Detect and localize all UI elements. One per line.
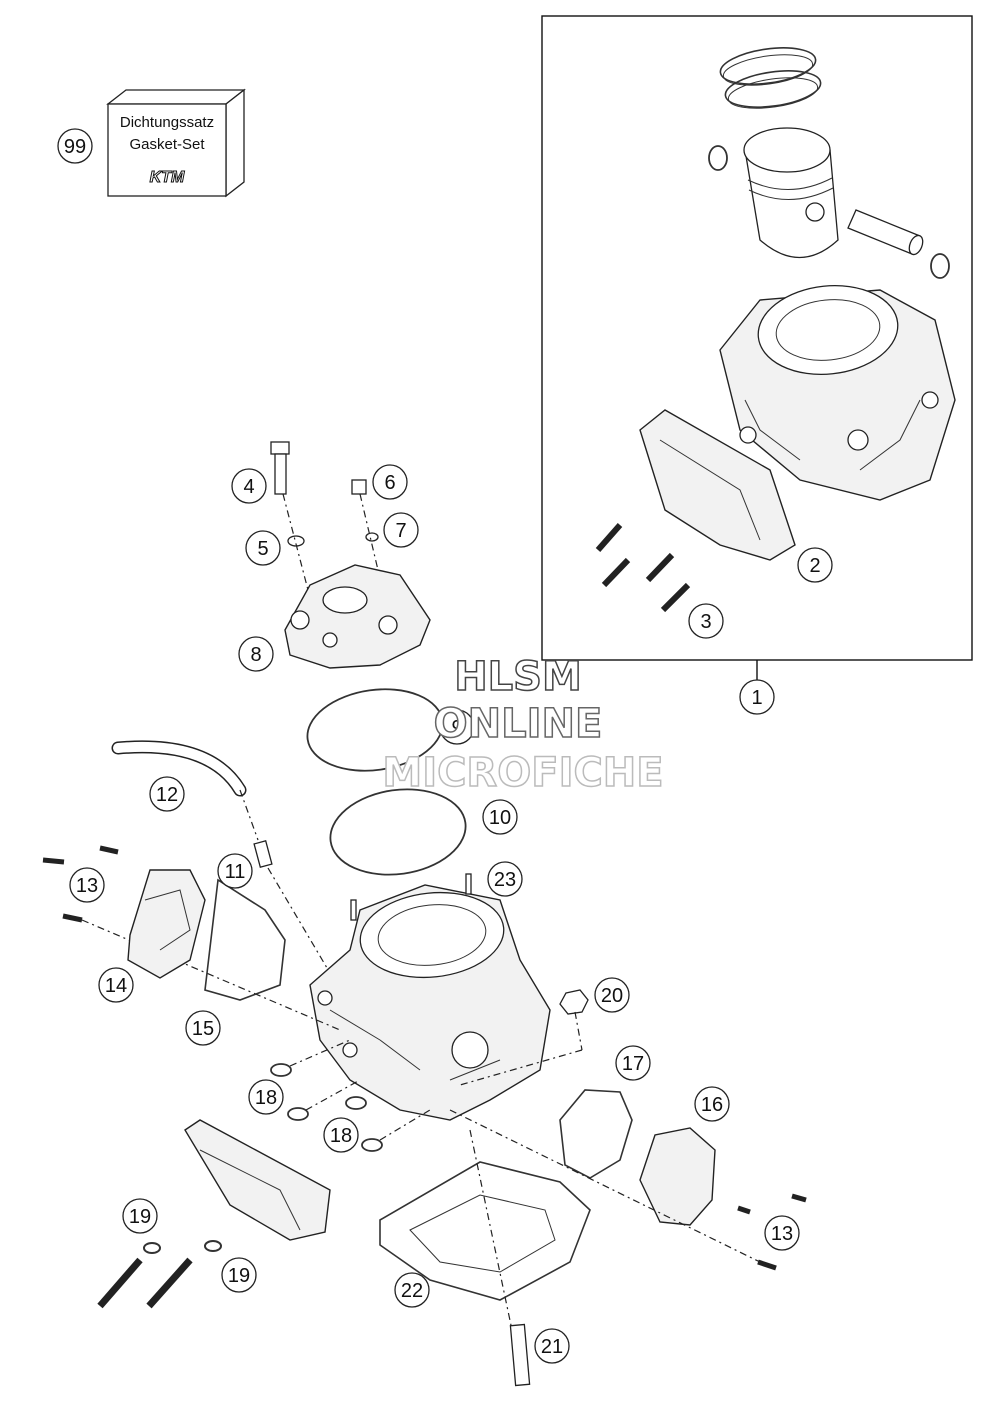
- svg-text:20: 20: [601, 985, 623, 1007]
- callout-18-b[interactable]: 18: [323, 1117, 359, 1153]
- nut-6[interactable]: [351, 479, 367, 495]
- gasket-set-label-en: Gasket-Set: [129, 136, 205, 153]
- callout-15[interactable]: 15: [185, 1010, 221, 1046]
- callout-13-left[interactable]: 13: [69, 867, 105, 903]
- callout-99[interactable]: 99: [57, 128, 93, 164]
- svg-text:9: 9: [451, 717, 462, 739]
- svg-text:19: 19: [129, 1206, 151, 1228]
- gasket-set-box[interactable]: Dichtungssatz Gasket-Set KTM: [106, 88, 246, 198]
- svg-text:99: 99: [64, 136, 86, 158]
- svg-text:4: 4: [243, 476, 254, 498]
- cylinder-base-gasket[interactable]: [379, 1161, 591, 1301]
- flange-screws-kit[interactable]: [595, 523, 691, 613]
- watermark-line-2: ONLINE: [434, 701, 603, 747]
- svg-text:12: 12: [156, 784, 178, 806]
- svg-text:15: 15: [192, 1018, 214, 1040]
- callout-19-a[interactable]: 19: [122, 1198, 158, 1234]
- callout-10[interactable]: 10: [482, 799, 518, 835]
- watermark-line-1: HLSM: [454, 654, 582, 700]
- cylinder-head[interactable]: [284, 564, 431, 669]
- callout-6[interactable]: 6: [372, 464, 408, 500]
- svg-text:3: 3: [700, 611, 711, 633]
- callout-8[interactable]: 8: [238, 636, 274, 672]
- o-ring-10[interactable]: [325, 781, 471, 883]
- callout-21[interactable]: 21: [534, 1328, 570, 1364]
- callout-22[interactable]: 22: [394, 1272, 430, 1308]
- callout-3[interactable]: 3: [688, 603, 724, 639]
- vent-hose[interactable]: [111, 740, 259, 841]
- callout-1[interactable]: 1: [739, 679, 775, 715]
- nut-20[interactable]: [559, 989, 589, 1015]
- svg-text:14: 14: [105, 975, 127, 997]
- svg-text:16: 16: [701, 1094, 723, 1116]
- callout-23[interactable]: 23: [487, 861, 523, 897]
- svg-text:1: 1: [751, 687, 762, 709]
- svg-text:18: 18: [255, 1087, 277, 1109]
- svg-text:5: 5: [257, 538, 268, 560]
- cylinder-head-screw[interactable]: [270, 441, 290, 495]
- svg-text:19: 19: [228, 1265, 250, 1287]
- svg-text:21: 21: [541, 1336, 563, 1358]
- cover-gasket-15[interactable]: [204, 878, 286, 1001]
- watermark: HLSM ONLINE MICROFICHE: [382, 653, 665, 797]
- flange-screws-19[interactable]: [97, 1257, 193, 1309]
- watermark-line-3: MICROFICHE: [382, 750, 663, 796]
- cylinder-kit[interactable]: [719, 279, 956, 501]
- stud-21[interactable]: [509, 1323, 531, 1387]
- callout-12[interactable]: 12: [149, 776, 185, 812]
- svg-text:13: 13: [76, 875, 98, 897]
- svg-text:6: 6: [384, 472, 395, 494]
- piston-pin-circlip[interactable]: [708, 145, 950, 279]
- lock-washers-19[interactable]: [143, 1240, 222, 1254]
- piston[interactable]: [743, 127, 839, 259]
- callout-19-b[interactable]: 19: [221, 1257, 257, 1293]
- svg-text:18: 18: [330, 1125, 352, 1147]
- svg-text:22: 22: [401, 1280, 423, 1302]
- callout-11[interactable]: 11: [217, 853, 253, 889]
- callout-7[interactable]: 7: [383, 512, 419, 548]
- svg-text:10: 10: [489, 807, 511, 829]
- callout-17[interactable]: 17: [615, 1045, 651, 1081]
- ktm-logo: KTM: [150, 169, 185, 186]
- svg-text:2: 2: [809, 555, 820, 577]
- callout-14[interactable]: 14: [98, 967, 134, 1003]
- callout-9[interactable]: 9: [439, 709, 475, 745]
- callout-2[interactable]: 2: [797, 547, 833, 583]
- svg-text:7: 7: [395, 520, 406, 542]
- hose-nipple[interactable]: [253, 840, 273, 868]
- cylinder[interactable]: [309, 884, 551, 1121]
- svg-text:17: 17: [622, 1053, 644, 1075]
- callout-5[interactable]: 5: [245, 530, 281, 566]
- exhaust-flange-kit[interactable]: [639, 409, 796, 561]
- o-rings-18[interactable]: [270, 1063, 383, 1152]
- callout-20[interactable]: 20: [594, 977, 630, 1013]
- svg-text:23: 23: [494, 869, 516, 891]
- washer-7[interactable]: [365, 532, 379, 542]
- screws-13-left[interactable]: [42, 845, 119, 923]
- piston-pin[interactable]: [847, 209, 925, 257]
- side-cover-16[interactable]: [639, 1127, 716, 1226]
- gasket-set-label-de: Dichtungssatz: [120, 114, 214, 131]
- svg-text:13: 13: [771, 1223, 793, 1245]
- piston-rings[interactable]: [718, 42, 823, 113]
- dowel-pins-23[interactable]: [350, 873, 472, 921]
- callout-18-a[interactable]: 18: [248, 1079, 284, 1115]
- control-cover[interactable]: [127, 869, 206, 979]
- screws-13-right[interactable]: [737, 1193, 807, 1271]
- svg-text:8: 8: [250, 644, 261, 666]
- callout-13-right[interactable]: 13: [764, 1215, 800, 1251]
- callout-16[interactable]: 16: [694, 1086, 730, 1122]
- callout-4[interactable]: 4: [231, 468, 267, 504]
- svg-text:11: 11: [225, 861, 246, 883]
- exhaust-flange[interactable]: [184, 1119, 331, 1241]
- cover-gasket-17[interactable]: [559, 1089, 633, 1179]
